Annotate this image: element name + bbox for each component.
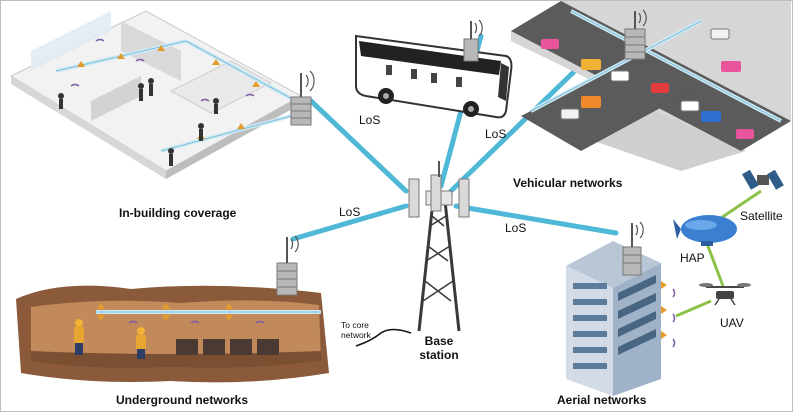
- to-core-network-line1: To core: [341, 320, 369, 330]
- hap-label: HAP: [680, 251, 705, 265]
- label-in-building-coverage: In-building coverage: [119, 206, 237, 220]
- satellite-icon: [742, 169, 784, 190]
- label-underground-networks: Underground networks: [116, 393, 249, 407]
- to-core-network-line2: network: [341, 330, 371, 340]
- los-label-aerial: LoS: [505, 221, 527, 235]
- label-aerial-networks: Aerial networks: [557, 393, 647, 407]
- bus-illustration: [355, 19, 513, 119]
- base-station-label-line1: Base: [424, 334, 454, 348]
- aerial-building: [566, 221, 676, 396]
- uav-label: UAV: [720, 316, 744, 330]
- base-station-tower: [355, 161, 470, 347]
- label-vehicular-networks: Vehicular networks: [513, 176, 623, 190]
- satellite-label: Satellite: [740, 209, 783, 223]
- los-link-aerial: [453, 203, 619, 236]
- base-station-label: Base station: [419, 334, 459, 362]
- underground-illustration: [16, 235, 329, 383]
- vehicular-illustration: [511, 1, 791, 171]
- in-building-illustration: [9, 10, 303, 179]
- los-label-vehicular: LoS: [485, 127, 507, 141]
- hap-airship-icon: [673, 215, 737, 246]
- to-core-network-label: To core network: [341, 320, 371, 340]
- los-link-underground: [290, 203, 409, 242]
- los-link-in-building: [308, 98, 409, 194]
- uav-drone-icon: [699, 283, 751, 306]
- aerial-nodes: [673, 169, 784, 318]
- los-label-underground: LoS: [339, 205, 361, 219]
- base-station-label-line2: station: [419, 348, 459, 362]
- access-point-in-building: [290, 70, 315, 126]
- los-label-in-building: LoS: [359, 113, 381, 127]
